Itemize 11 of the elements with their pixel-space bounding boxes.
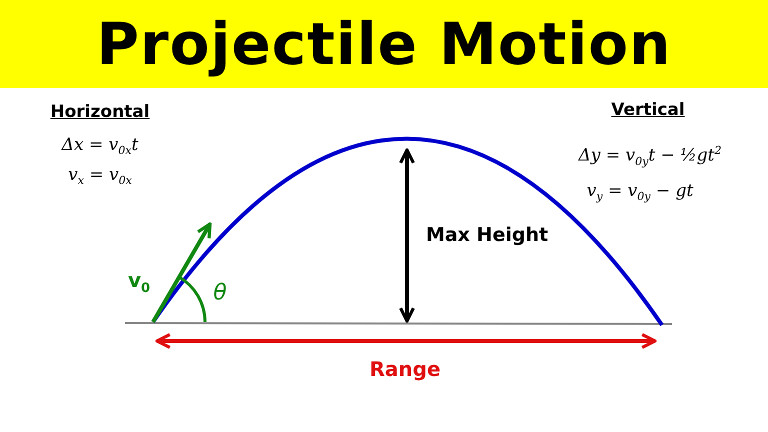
section-heading: Vertical [611,100,685,120]
label: v$_{0}$ [128,268,150,296]
label: Range [370,357,440,381]
equation: Δy = v$_{0y}$t − ½gt$^{2}$ [578,144,722,168]
angle-label: θ [213,280,227,306]
equation: Δx = v$_{0x}$t [62,134,138,158]
label: Max Height [426,224,548,246]
section-heading: Horizontal [50,102,150,122]
equation: v$_{x}$ = v$_{0x}$ [68,164,132,188]
title: Projectile Motion [96,10,672,78]
equation: v$_{y}$ = v$_{0y}$ − gt [586,180,694,204]
